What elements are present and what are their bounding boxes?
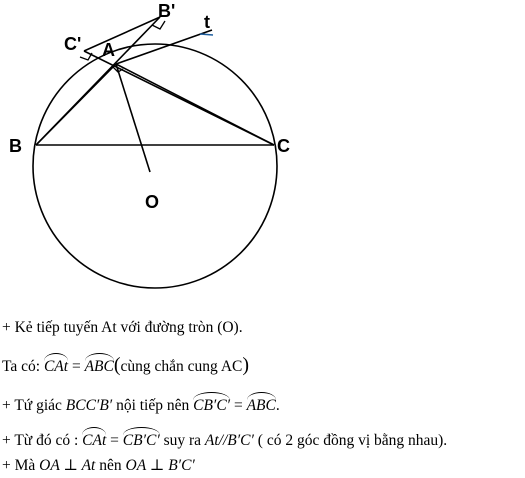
label-b-prime: B' bbox=[158, 1, 175, 21]
geometry-figure: B' C' A t B C O bbox=[9, 1, 290, 289]
solution-step-5: + Mà OA ⊥ At nên OA ⊥ B′C′ bbox=[2, 456, 195, 476]
solution-step-2: Ta có: CAt = ABC(cùng chắn cung AC) bbox=[2, 353, 250, 377]
tangent-at bbox=[115, 29, 213, 65]
step-4-prefix: + Từ đó có : bbox=[2, 432, 83, 449]
solution-step-4: + Từ đó có : CAt = CB′C′ suy ra At//B′C′… bbox=[2, 427, 448, 451]
step-4-mid: suy ra bbox=[159, 432, 205, 449]
right-angle-c-prime bbox=[79, 52, 93, 61]
step-1-text: + Kẻ tiếp tuyến At với đường tròn (O). bbox=[2, 319, 243, 336]
arc-cbc: CB′C′ bbox=[193, 392, 230, 416]
tangent-tail bbox=[199, 33, 214, 36]
arc-abc: ABC bbox=[84, 353, 115, 377]
segment-b-prime-c-prime bbox=[83, 16, 161, 52]
step-3-mid: nội tiếp nên bbox=[112, 397, 194, 414]
solution-step-1: + Kẻ tiếp tuyến At với đường tròn (O). bbox=[2, 318, 243, 338]
step-2-eq: = bbox=[68, 358, 85, 375]
perp-oa-at: OA ⊥ At bbox=[39, 457, 96, 474]
segment-bb-prime bbox=[35, 16, 161, 146]
step-4-end: ( có 2 góc đồng vị bằng nhau). bbox=[253, 432, 448, 449]
solution-step-3: + Tứ giác BCC′B′ nội tiếp nên CB′C′ = AB… bbox=[2, 392, 280, 416]
step-2-note: cùng chắn cung AC bbox=[120, 358, 243, 375]
quad-bccb: BCC′B′ bbox=[65, 397, 113, 414]
label-o: O bbox=[145, 192, 159, 212]
step-3-prefix: + Tứ giác bbox=[2, 397, 66, 414]
step-5-mid: nên bbox=[95, 457, 126, 474]
arc-cat-2: CAt bbox=[82, 427, 107, 451]
circle-o bbox=[32, 43, 278, 289]
label-a: A bbox=[102, 40, 115, 60]
step-3-eq: = bbox=[230, 397, 247, 414]
step-3-end: . bbox=[275, 397, 280, 414]
segment-cc-prime bbox=[83, 50, 275, 146]
label-c: C bbox=[277, 136, 290, 156]
arc-cat: CAt bbox=[43, 353, 69, 377]
perp-oa-bc: OA ⊥ B′C′ bbox=[125, 457, 195, 474]
step-5-prefix: + Mà bbox=[2, 457, 40, 474]
segment-oa bbox=[115, 63, 151, 173]
step-2-prefix: Ta có: bbox=[2, 358, 44, 375]
label-b: B bbox=[9, 136, 22, 156]
label-t: t bbox=[204, 12, 210, 32]
right-angle-b-prime bbox=[151, 20, 166, 30]
label-c-prime: C' bbox=[64, 34, 81, 54]
arc-cbc-2: CB′C′ bbox=[122, 427, 160, 451]
step-4-eq: = bbox=[106, 432, 123, 449]
parallel-relation: At//B′C′ bbox=[204, 432, 254, 449]
right-angle-a bbox=[112, 66, 124, 73]
arc-abc-2: ABC bbox=[246, 392, 277, 416]
